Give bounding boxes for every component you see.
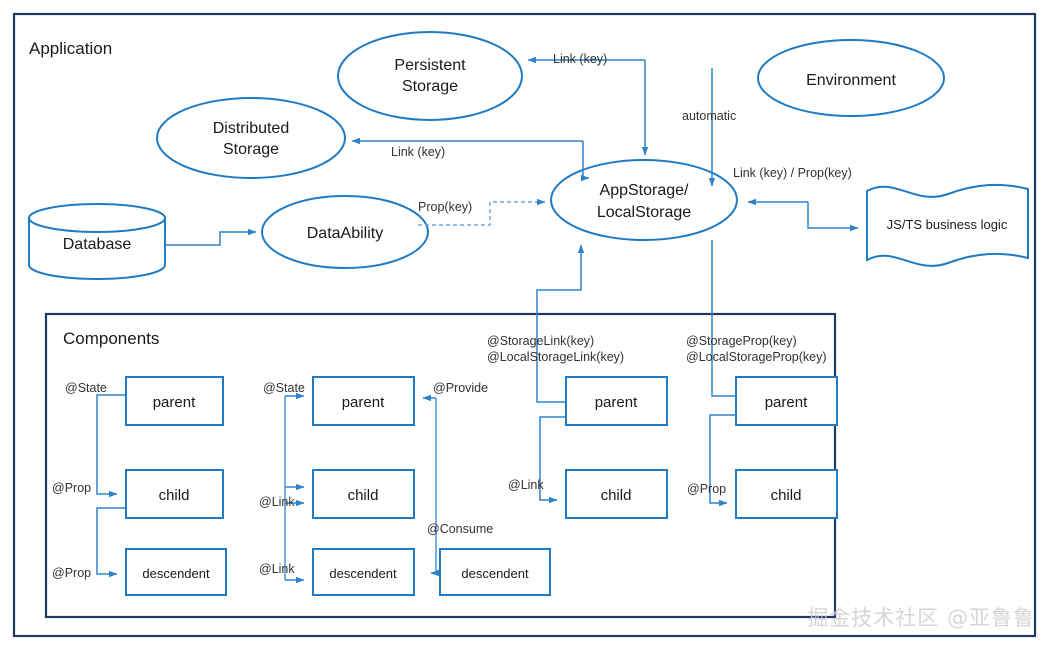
- persistent-storage-label-line2: Storage: [402, 78, 458, 95]
- decorator-label-link-g3: @Link: [508, 478, 544, 492]
- decorator-label-prop-child-g1: @Prop: [52, 481, 91, 495]
- box-child-g2: [312, 469, 415, 519]
- environment-node: [757, 39, 945, 117]
- decorator-label-prop-g4: @Prop: [687, 482, 726, 496]
- box-label-parent-g2: parent: [342, 394, 385, 411]
- box-label-child-g3: child: [601, 487, 632, 504]
- connector-parent-child-g4: [709, 414, 736, 507]
- data-ability-label: DataAbility: [307, 225, 383, 242]
- connector-appstorage-to-businesslogic: [807, 202, 859, 232]
- box-parent-g3: [565, 376, 668, 426]
- components-title: Components: [63, 329, 159, 348]
- app-storage-label-line1: AppStorage/: [600, 182, 690, 199]
- decorator-label-link-child-g2: @Link: [259, 495, 295, 509]
- decorator-label-state-g1: @State: [65, 381, 107, 395]
- edge-label-link-prop-key: Link (key) / Prop(key): [733, 166, 852, 180]
- edge-label-local-storage-prop: @LocalStorageProp(key): [686, 350, 827, 364]
- application-title: Application: [29, 39, 112, 58]
- box-label-parent-g4: parent: [765, 394, 808, 411]
- connector-storagelink-to-appstorage: [536, 244, 585, 403]
- environment-label: Environment: [806, 72, 896, 89]
- edge-label-link-key-distributed: Link (key): [391, 145, 445, 159]
- decorator-label-state-g2: @State: [263, 381, 305, 395]
- edge-label-automatic: automatic: [682, 109, 736, 123]
- box-label-parent-g1: parent: [153, 394, 196, 411]
- app-storage-node: [550, 159, 738, 241]
- database-node: [28, 203, 166, 280]
- edge-label-storage-prop: @StorageProp(key): [686, 334, 797, 348]
- distributed-storage-node: [156, 97, 346, 179]
- box-label-child-g2: child: [348, 487, 379, 504]
- watermark: 掘金技术社区 @亚鲁鲁: [807, 606, 1035, 630]
- component-group-storage-link: parent child @Link: [508, 376, 668, 519]
- box-descendent-g1: [125, 548, 227, 596]
- component-group-state-link: parent child descendent descendent @Stat…: [259, 376, 551, 596]
- data-ability-node: [261, 195, 429, 269]
- connector-database-to-dataability: [166, 228, 257, 246]
- box-descendent-consume-g2: [439, 548, 551, 596]
- business-logic-label: JS/TS business logic: [887, 217, 1008, 232]
- connector-child-descendent-g1: [96, 507, 126, 578]
- component-group-state-prop: parent child descendent @State @Prop @Pr…: [52, 376, 227, 596]
- box-label-child-g1: child: [159, 487, 190, 504]
- database-label: Database: [63, 236, 132, 253]
- distributed-storage-label-line1: Distributed: [213, 120, 289, 137]
- box-descendent-g2: [312, 548, 415, 596]
- edge-label-link-key-persistent: Link (key): [553, 52, 607, 66]
- box-label-descendent-g1: descendent: [142, 566, 210, 581]
- components-frame: [44, 312, 837, 619]
- edge-label-local-storage-link: @LocalStorageLink(key): [487, 350, 624, 364]
- box-label-descendent-consume-g2: descendent: [461, 566, 529, 581]
- persistent-storage-label-line1: Persistent: [394, 57, 466, 74]
- persistent-storage-node: [337, 31, 523, 121]
- business-logic-node: [866, 183, 1029, 267]
- box-label-parent-g3: parent: [595, 394, 638, 411]
- connector-parent-child-g3: [539, 416, 566, 504]
- box-child-g3: [565, 469, 668, 519]
- connector-distributed-down: [581, 141, 590, 182]
- box-parent-g2: [312, 376, 415, 426]
- box-child-g4: [735, 469, 838, 519]
- distributed-storage-label-line2: Storage: [223, 141, 279, 158]
- box-label-child-g4: child: [771, 487, 802, 504]
- decorator-label-consume-g2: @Consume: [427, 522, 493, 536]
- edge-label-prop-key-dataability: Prop(key): [418, 200, 472, 214]
- box-parent-g1: [125, 376, 224, 426]
- connector-parent-child-g1: [96, 394, 126, 498]
- box-child-g1: [125, 469, 224, 519]
- box-label-descendent-g2: descendent: [329, 566, 397, 581]
- decorator-label-provide-g2: @Provide: [433, 381, 488, 395]
- app-storage-label-line2: LocalStorage: [597, 204, 691, 221]
- edge-label-storage-link: @StorageLink(key): [487, 334, 594, 348]
- connector-dataability-to-appstorage: [418, 198, 546, 226]
- connector-appstorage-to-storageprop: [711, 240, 747, 400]
- component-group-storage-prop: parent child @Prop: [687, 376, 838, 519]
- application-frame: [12, 12, 1037, 638]
- decorator-label-prop-descendent-g1: @Prop: [52, 566, 91, 580]
- decorator-label-link-descendent-g2: @Link: [259, 562, 295, 576]
- box-parent-g4: [735, 376, 838, 426]
